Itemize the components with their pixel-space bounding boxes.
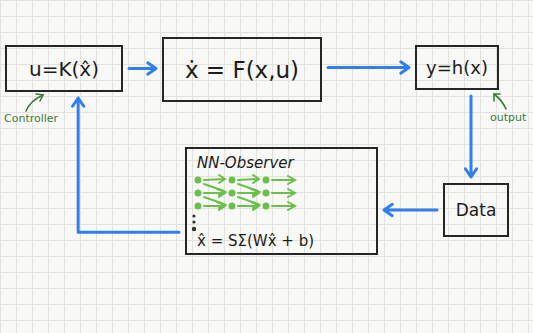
flow-arrow xyxy=(465,96,476,177)
node-label: y=h(x) xyxy=(426,57,488,78)
observer-box: NN-Observer x̂ = SΣ(Wx̂ + b) xyxy=(185,147,378,255)
flow-arrow-line xyxy=(73,98,179,232)
node-heading: NN-Observer xyxy=(197,154,294,172)
callout-label: output xyxy=(490,111,526,124)
flow-arrow xyxy=(328,62,409,73)
flow-arrow-line xyxy=(465,96,476,177)
node-label: u=K(x̂) xyxy=(29,57,99,81)
flow-arrow xyxy=(384,204,437,215)
flow-arrow-line xyxy=(129,63,156,74)
flow-arrow-line xyxy=(384,204,437,215)
node-label: Data xyxy=(456,200,497,220)
flow-arrow-line xyxy=(328,62,409,73)
node-label: ẋ = F(x,u) xyxy=(185,57,299,83)
process-box: u=K(x̂) xyxy=(5,45,123,92)
process-box: y=h(x) xyxy=(415,45,499,90)
flow-arrow xyxy=(129,63,156,74)
neural-net-sketch xyxy=(196,175,296,210)
callout-arrows xyxy=(26,94,506,111)
process-box: Data xyxy=(443,183,509,237)
callout-label: Controller xyxy=(4,112,58,125)
flow-arrow xyxy=(73,98,179,232)
process-box: ẋ = F(x,u) xyxy=(162,37,322,102)
formula: x̂ = SΣ(Wx̂ + b) xyxy=(197,232,314,250)
ellipsis-dots xyxy=(192,214,196,231)
